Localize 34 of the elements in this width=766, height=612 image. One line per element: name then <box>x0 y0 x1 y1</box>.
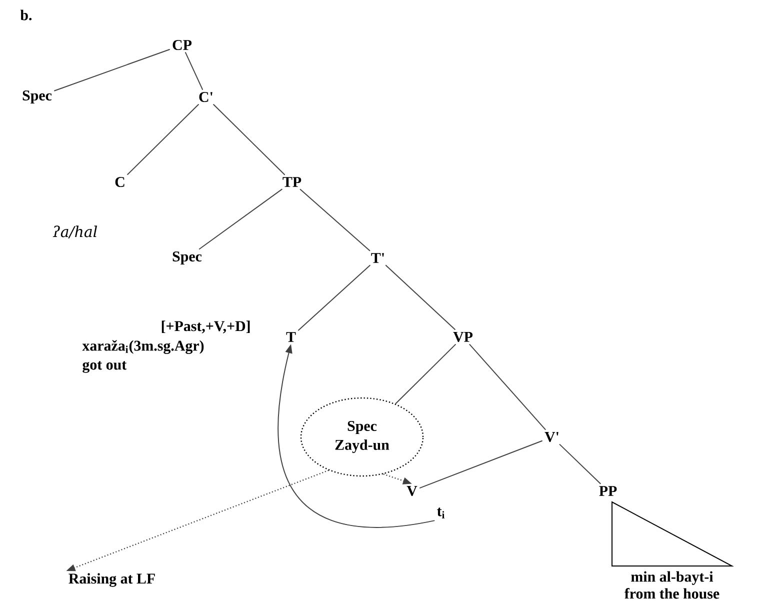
label-text: b. <box>20 10 32 20</box>
tree-branch <box>385 264 456 330</box>
tree-label: T <box>286 332 296 342</box>
node-label: from the house <box>624 588 720 599</box>
tree-label: V <box>406 486 418 496</box>
tree-label: C <box>115 176 124 187</box>
tree-branch <box>395 344 456 404</box>
tree-branch <box>468 344 546 430</box>
label-text: ʔa/hal <box>52 226 98 238</box>
tree-branch <box>300 188 370 252</box>
tree-branch <box>126 104 200 176</box>
tree-label: V' <box>544 432 558 442</box>
tree-label: t$_{i}$ <box>437 508 445 518</box>
tree-label: PP <box>599 486 617 496</box>
tree-branch <box>558 444 602 484</box>
tree-label: Spec <box>172 251 202 265</box>
tree-branch <box>54 48 170 92</box>
tree-label: TP <box>282 177 302 187</box>
tree-branch <box>419 440 543 489</box>
gloss-text: got out <box>82 361 127 373</box>
tree-label: T' <box>371 253 384 263</box>
gloss-text: xaraža$_{i}$(3m.sg.Agr) <box>82 340 204 354</box>
tree-label: CP <box>172 40 192 50</box>
tree-label: C' <box>199 92 212 102</box>
node-label: min al-bayt-i <box>631 571 714 585</box>
tree-branch <box>298 264 371 331</box>
tree-label: Spec <box>22 90 52 104</box>
tree-label: VP <box>453 332 473 342</box>
tree-branch <box>198 188 283 250</box>
tree-label: Raising at LF <box>68 573 155 587</box>
tree-branch <box>184 52 204 90</box>
tree-branch <box>212 104 286 176</box>
dotted-loop: Spec Zayd-un <box>300 397 424 477</box>
gloss-text: [+Past,+V,+D] <box>162 320 250 334</box>
